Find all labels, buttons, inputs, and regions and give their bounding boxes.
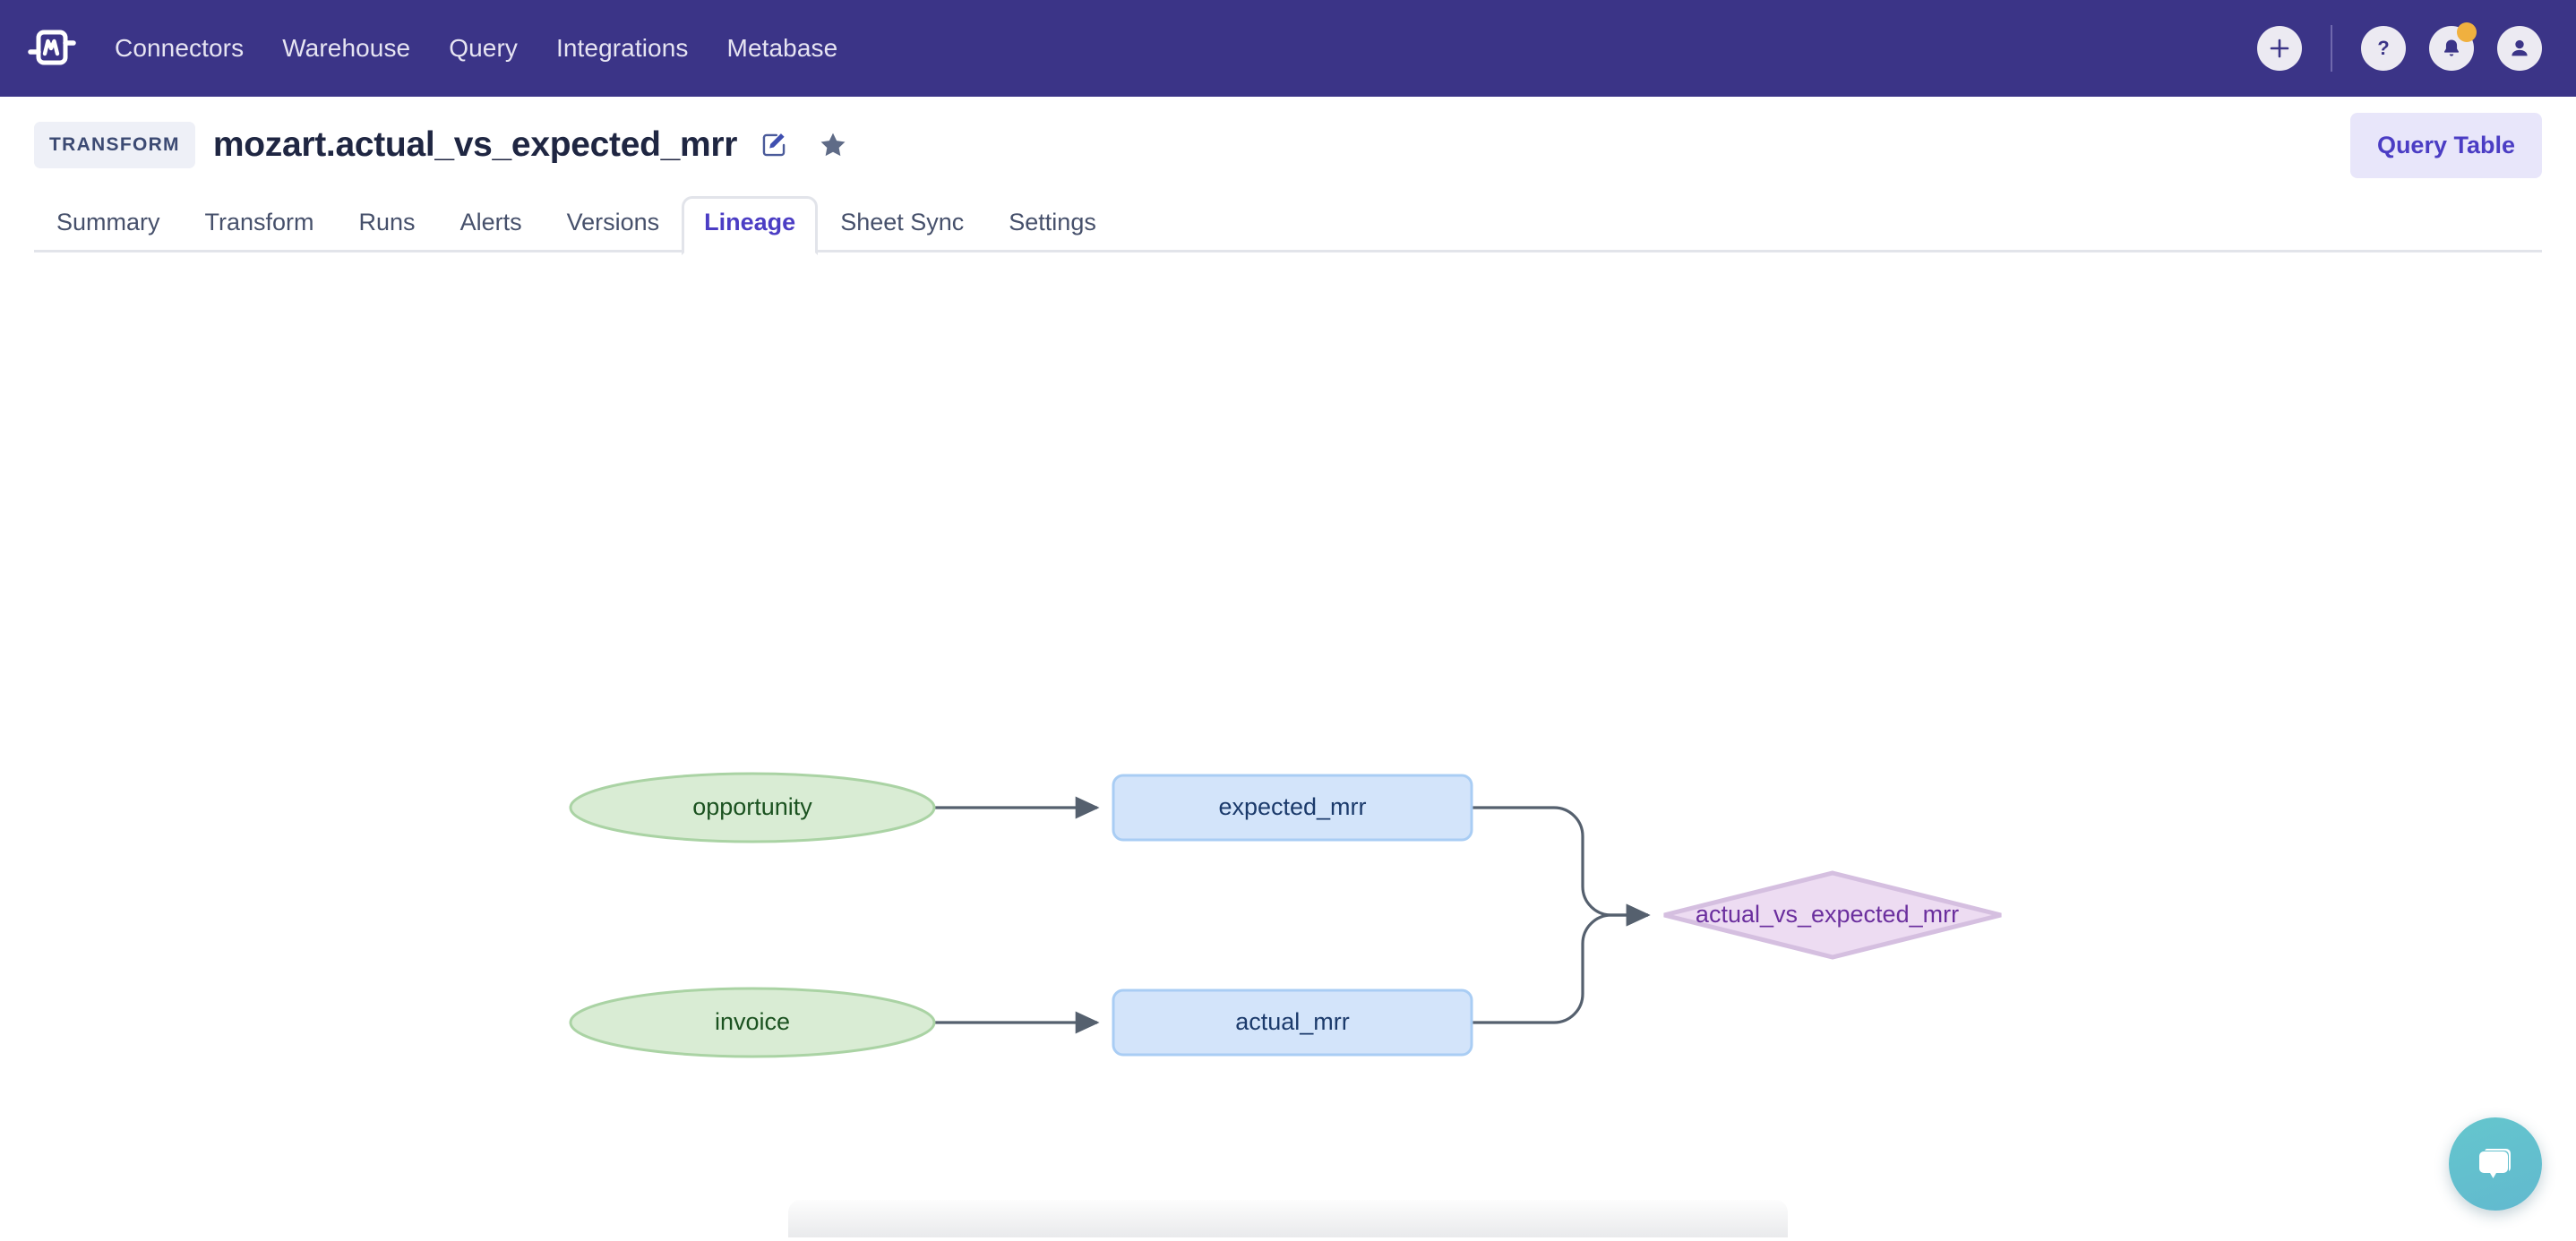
edit-pencil-icon[interactable] [759,130,789,160]
tab-bar: Summary Transform Runs Alerts Versions L… [0,193,2576,255]
top-navigation-bar: Connectors Warehouse Query Integrations … [0,0,2576,97]
lineage-node-expected-mrr[interactable]: expected_mrr [1112,774,1473,842]
lineage-canvas[interactable]: opportunity invoice expected_mrr actual_… [0,252,2576,1237]
edge-expected-mrr-to-current [1472,806,1651,927]
tab-settings[interactable]: Settings [1009,209,1096,235]
question-mark-icon: ? [2377,37,2389,59]
chat-widget-button[interactable] [2449,1117,2542,1211]
nav-actions: ? [2257,22,2542,72]
svg-text:?: ? [2377,37,2389,59]
page-title: mozart.actual_vs_expected_mrr [212,125,738,164]
tab-summary[interactable]: Summary [56,209,160,235]
tab-runs[interactable]: Runs [358,209,416,235]
nav-link-connectors[interactable]: Connectors [115,34,245,62]
mozart-logo[interactable] [23,21,79,76]
nav-link-warehouse[interactable]: Warehouse [282,34,411,62]
user-avatar-icon [2512,39,2528,56]
lineage-node-actual-mrr[interactable]: actual_mrr [1112,989,1473,1057]
help-button[interactable]: ? [2361,26,2406,71]
lineage-node-actual-vs-expected-mrr[interactable]: actual_vs_expected_mrr [1663,870,2002,960]
lineage-node-label: expected_mrr [1218,793,1366,820]
notifications-button[interactable] [2429,22,2477,71]
page-header: TRANSFORM mozart.actual_vs_expected_mrr … [0,97,2576,193]
add-button[interactable] [2257,26,2302,71]
lineage-graph: opportunity invoice expected_mrr actual_… [569,772,2002,1058]
lineage-node-label: invoice [715,1008,790,1035]
plus-icon [2270,39,2289,58]
edge-actual-mrr-to-current [1472,903,1651,1024]
bottom-panel-strip [788,1200,1788,1237]
nav-link-query[interactable]: Query [449,34,518,62]
tab-lineage[interactable]: Lineage [682,196,819,255]
nav-link-metabase[interactable]: Metabase [726,34,838,62]
bell-icon [2443,39,2460,56]
lineage-node-invoice[interactable]: invoice [569,987,936,1058]
lineage-node-label: actual_vs_expected_mrr [1696,901,1959,928]
nav-link-integrations[interactable]: Integrations [555,34,689,62]
favorite-star-icon[interactable] [818,130,848,160]
lineage-node-label: actual_mrr [1235,1008,1350,1035]
notification-badge-dot [2457,22,2477,42]
chat-bubble-icon [2479,1149,2511,1178]
primary-nav-links: Connectors Warehouse Query Integrations … [115,34,837,63]
lineage-node-label: opportunity [692,793,812,820]
account-button[interactable] [2497,26,2542,71]
tab-sheet-sync[interactable]: Sheet Sync [840,209,965,235]
entity-type-badge: TRANSFORM [34,122,195,168]
tab-alerts[interactable]: Alerts [459,209,522,235]
tab-versions[interactable]: Versions [566,209,660,235]
nav-divider [2331,25,2332,72]
query-table-button[interactable]: Query Table [2349,112,2542,178]
lineage-node-opportunity[interactable]: opportunity [569,772,936,843]
tab-transform[interactable]: Transform [204,209,314,235]
